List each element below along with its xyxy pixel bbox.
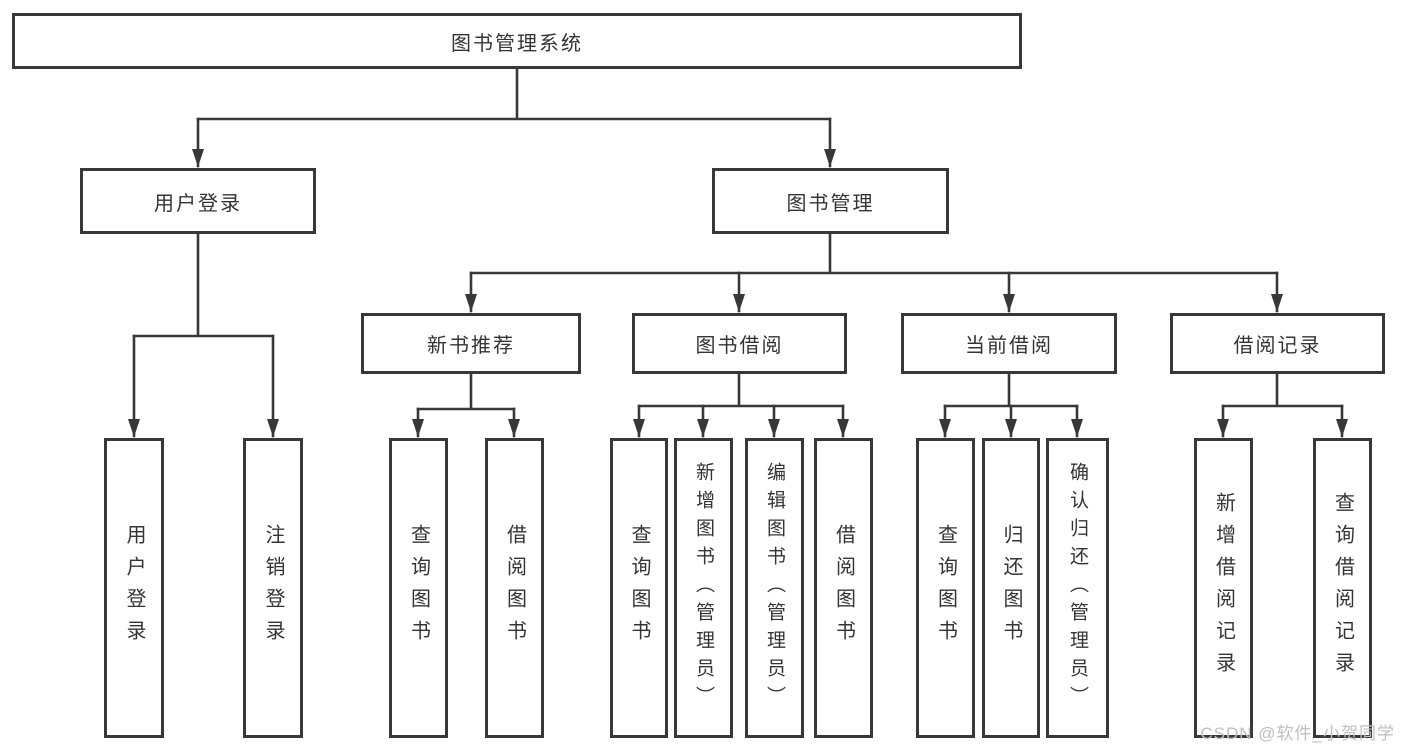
leaf-add-book-admin-label: 新增图书（管理员） <box>693 462 714 714</box>
node-book-management-label: 图书管理 <box>786 192 875 215</box>
leaf-logout: 注销登录 <box>243 438 303 738</box>
leaf-query-book-borrow-label: 查询图书 <box>628 524 650 652</box>
leaf-return-book: 归还图书 <box>982 438 1040 738</box>
leaf-borrow-book: 借阅图书 <box>814 438 873 738</box>
node-root-system: 图书管理系统 <box>12 13 1022 69</box>
node-book-borrow-label: 图书借阅 <box>695 335 784 357</box>
node-current-borrow-label: 当前借阅 <box>965 335 1053 357</box>
csdn-watermark: CSDN @软件_小贺同学 <box>1200 724 1395 743</box>
node-book-borrow: 图书借阅 <box>632 313 847 374</box>
leaf-borrow-book-recommend-label: 借阅图书 <box>503 524 526 652</box>
leaf-query-book-recommend: 查询图书 <box>389 438 448 738</box>
node-new-book-recommend: 新书推荐 <box>361 313 581 374</box>
node-user-login-group: 用户登录 <box>80 168 316 234</box>
leaf-edit-book-admin-label: 编辑图书（管理员） <box>764 462 785 714</box>
leaf-confirm-return-admin: 确认归还（管理员） <box>1046 438 1109 738</box>
leaf-user-login: 用户登录 <box>104 438 164 738</box>
node-book-management: 图书管理 <box>712 168 949 234</box>
leaf-query-borrow-record: 查询借阅记录 <box>1313 438 1372 738</box>
leaf-edit-book-admin: 编辑图书（管理员） <box>745 438 804 738</box>
node-current-borrow: 当前借阅 <box>901 313 1117 374</box>
leaf-query-book-current-label: 查询图书 <box>934 524 957 652</box>
leaf-borrow-book-label: 借阅图书 <box>832 524 855 652</box>
node-new-book-recommend-label: 新书推荐 <box>427 335 515 357</box>
leaf-confirm-return-admin-label: 确认归还（管理员） <box>1067 462 1088 714</box>
leaf-add-borrow-record-label: 新增借阅记录 <box>1212 492 1235 684</box>
leaf-query-book-current: 查询图书 <box>916 438 975 738</box>
leaf-query-borrow-record-label: 查询借阅记录 <box>1331 492 1354 684</box>
leaf-add-book-admin: 新增图书（管理员） <box>674 438 733 738</box>
leaf-add-borrow-record: 新增借阅记录 <box>1194 438 1253 738</box>
leaf-user-login-label: 用户登录 <box>123 524 145 652</box>
node-borrow-records-label: 借阅记录 <box>1233 335 1322 357</box>
leaf-logout-label: 注销登录 <box>262 524 284 652</box>
leaf-borrow-book-recommend: 借阅图书 <box>485 438 544 738</box>
leaf-return-book-label: 归还图书 <box>1000 524 1022 652</box>
leaf-query-book-recommend-label: 查询图书 <box>407 524 430 652</box>
node-user-login-group-label: 用户登录 <box>154 192 242 215</box>
node-root-system-label: 图书管理系统 <box>451 32 583 55</box>
node-borrow-records: 借阅记录 <box>1170 313 1385 374</box>
leaf-query-book-borrow: 查询图书 <box>610 438 668 738</box>
